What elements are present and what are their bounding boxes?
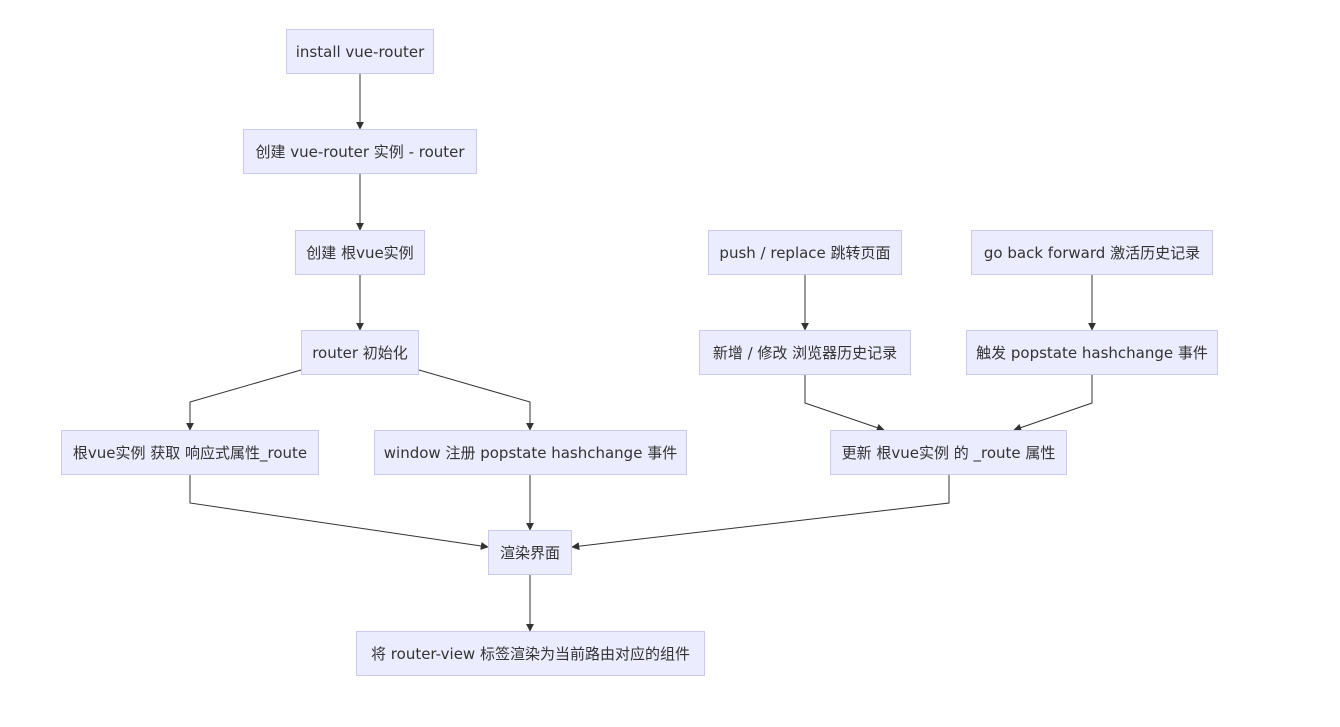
node-router-init: router 初始化: [301, 330, 419, 375]
edge-router-init-to-window-register: [418, 369, 534, 431]
node-create-root-vue-instance: 创建 根vue实例: [295, 230, 425, 275]
edge-router-init-to-root-get-route: [186, 369, 302, 431]
edge-trigger-events-to-update-route: [1013, 375, 1093, 432]
node-root-get-reactive-route: 根vue实例 获取 响应式属性_route: [61, 430, 319, 475]
node-trigger-events: 触发 popstate hashchange 事件: [966, 330, 1218, 375]
node-install-vue-router: install vue-router: [286, 29, 434, 74]
node-create-router-instance: 创建 vue-router 实例 - router: [243, 129, 477, 174]
edge-update-route-to-render: [571, 475, 950, 551]
node-update-route: 更新 根vue实例 的 _route 属性: [830, 430, 1067, 475]
node-go-back-forward: go back forward 激活历史记录: [971, 230, 1213, 275]
edge-add-modify-history-to-update-route: [804, 375, 885, 432]
edge-root-get-route-to-render: [189, 475, 489, 550]
node-window-register-events: window 注册 popstate hashchange 事件: [374, 430, 687, 475]
node-router-view-render: 将 router-view 标签渲染为当前路由对应的组件: [356, 631, 705, 676]
node-push-replace: push / replace 跳转页面: [708, 230, 902, 275]
node-render-view: 渲染界面: [488, 530, 572, 575]
node-add-modify-history: 新增 / 修改 浏览器历史记录: [699, 330, 911, 375]
